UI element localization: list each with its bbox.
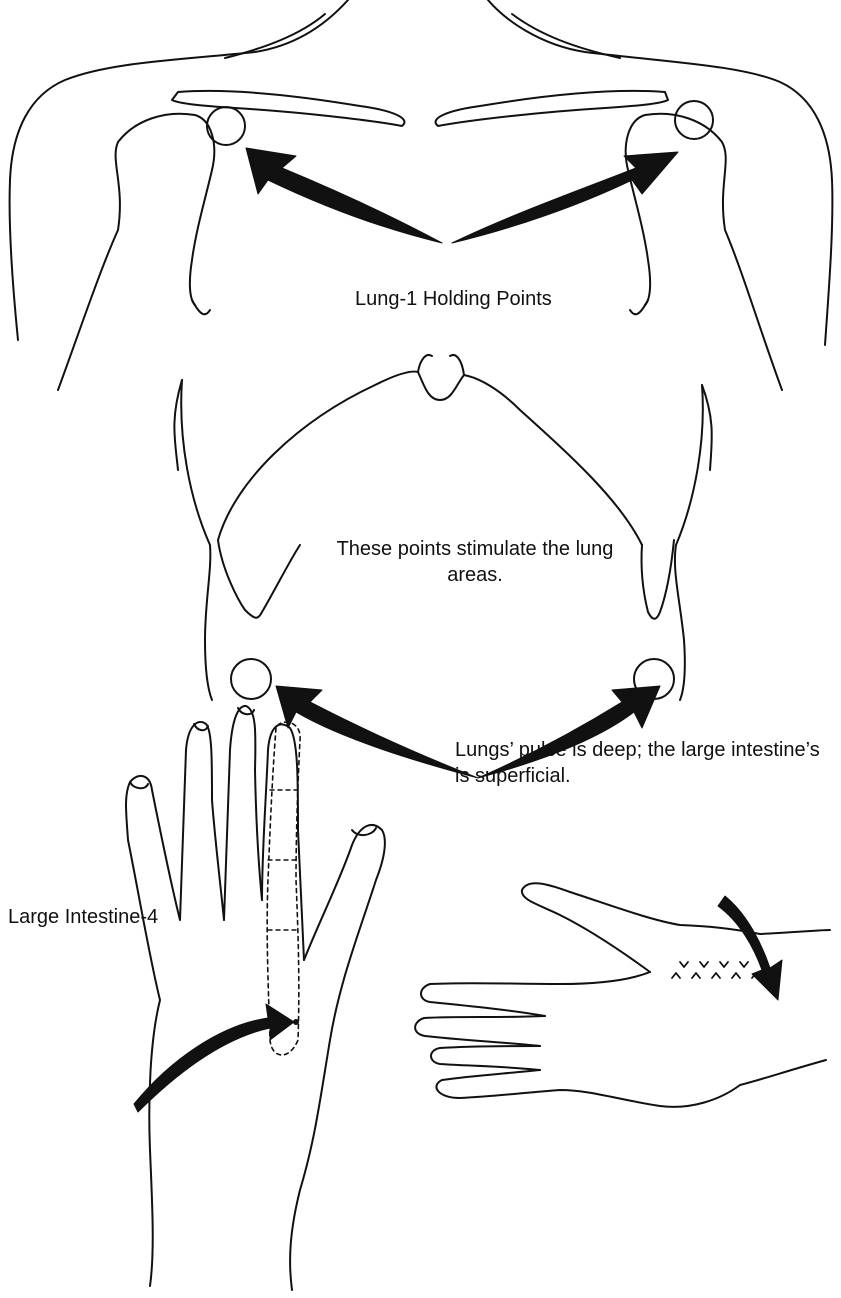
label-large-intestine-4: Large Intestine-4 [8,904,158,930]
arrow-wrist [718,896,782,1000]
label-lung1-holding-points: Lung-1 Holding Points [355,286,552,312]
arrow-lower-left [276,686,478,778]
right-hand-outline [415,883,830,1107]
label-stimulate-lung-areas: These points stimulate the lung areas. [330,536,620,588]
arrow-upper-left [246,148,442,243]
lung1-left-point [207,107,245,145]
torso-outline [10,0,833,700]
arrow-upper-right [452,152,678,243]
left-hand-outline [126,706,385,1290]
arrow-hand-li4 [134,1004,294,1112]
label-pulse-note: Lungs’ pulse is deep; the large intestin… [455,737,825,789]
li4-point-dot [293,1019,299,1025]
lower-left-point [231,659,271,699]
wrist-crease-marks [672,962,760,978]
finger-bone-dashed [267,722,300,1055]
